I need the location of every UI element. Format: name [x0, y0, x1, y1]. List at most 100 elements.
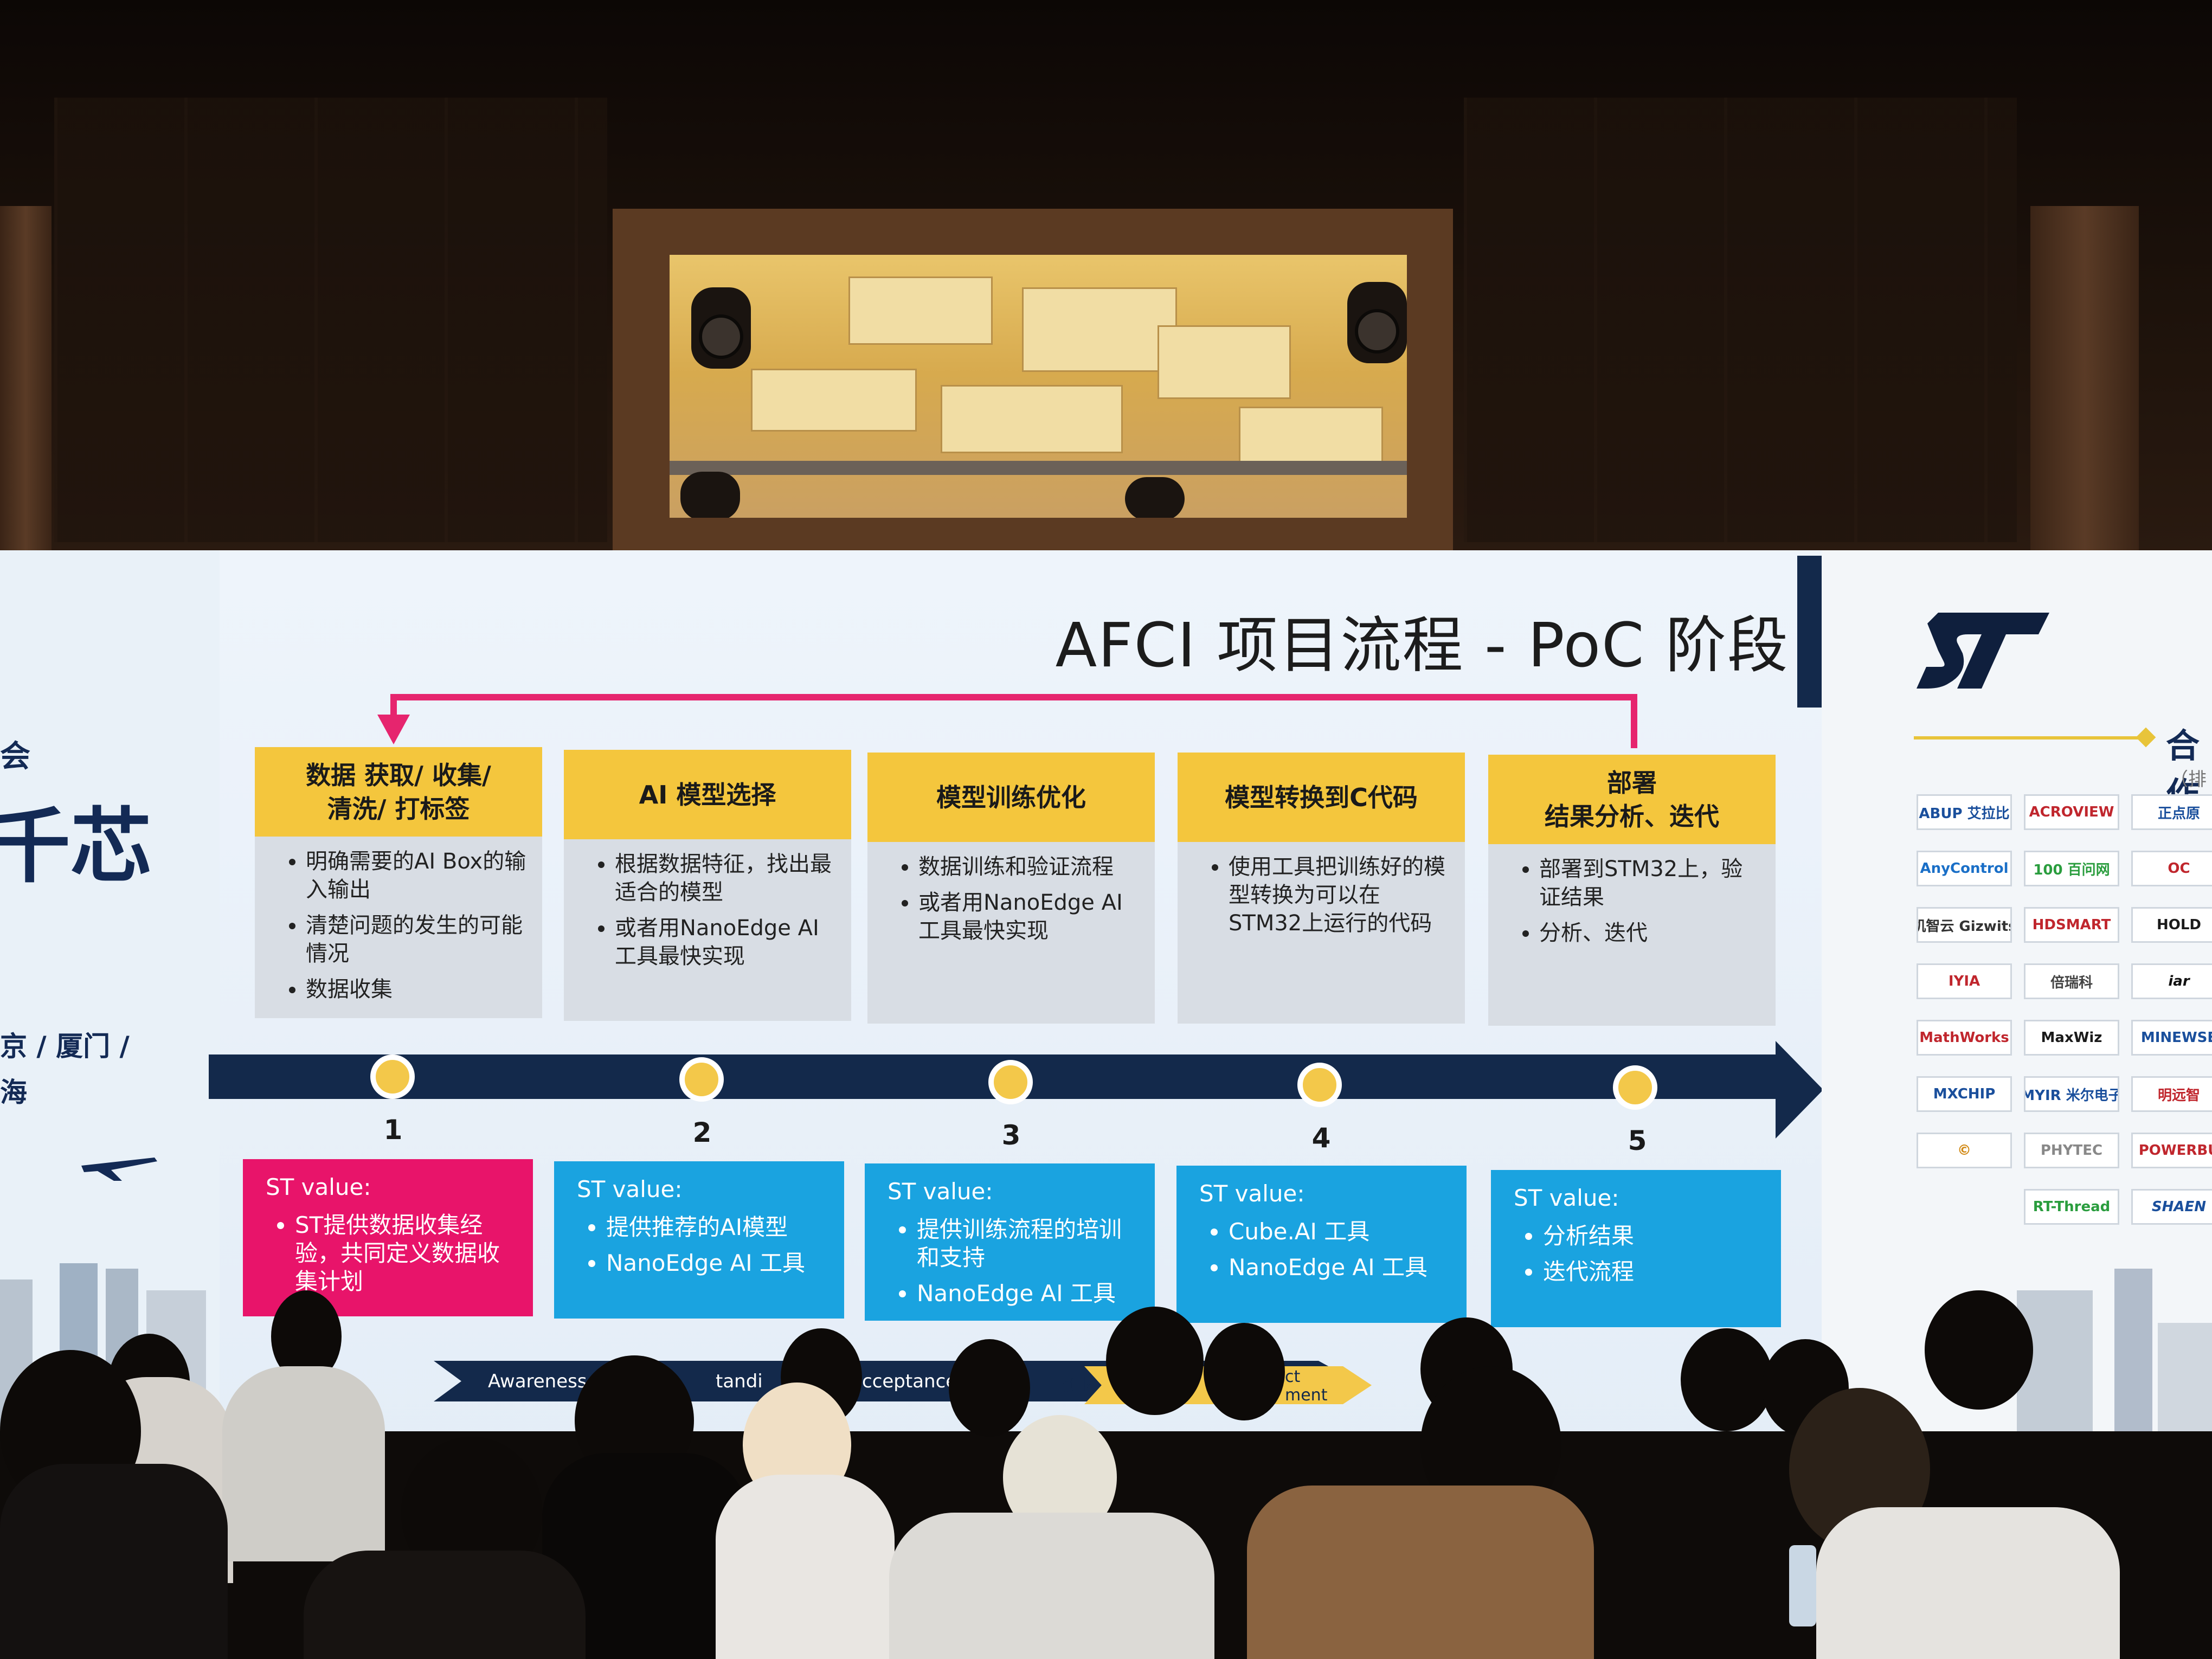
audience-body — [716, 1475, 895, 1659]
slide-accent-strip — [1797, 556, 1822, 708]
partner-logo: 明远智 — [2131, 1076, 2212, 1112]
st-value-item: 分析结果 — [1543, 1222, 1768, 1250]
st-value-box-4: ST value: Cube.AI 工具 NanoEdge AI 工具 — [1176, 1166, 1467, 1323]
partner-logo: 100 百问网 — [2024, 851, 2119, 886]
ribbon-label: tandi — [716, 1371, 763, 1392]
stage-item: 或者用NanoEdge AI工具最快实现 — [918, 889, 1142, 945]
partner-logo: © — [1917, 1133, 2012, 1168]
partner-logo: IYIA — [1917, 963, 2012, 999]
partner-logo: iar — [2131, 963, 2212, 999]
partner-divider — [1914, 736, 2142, 740]
ceiling-window — [670, 255, 1407, 518]
stage-spotlight — [1347, 282, 1407, 363]
wall-panel-right — [1464, 98, 2017, 542]
partner-logo: HDSMART — [2024, 907, 2119, 943]
partner-logo: RT-Thread — [2024, 1189, 2119, 1225]
ceiling-panel — [941, 385, 1123, 453]
audience-body — [222, 1366, 385, 1561]
partner-logo-grid: ABUP 艾拉比 ACROVIEW 正点原 AnyControl 100 百问网… — [1917, 794, 2212, 1225]
partner-logo: 机智云 Gizwits — [1917, 907, 2012, 943]
feedback-arrow-tail — [1631, 694, 1637, 748]
stage-item: 根据数据特征，找出最适合的模型 — [615, 850, 838, 906]
stage-item: 明确需要的AI Box的输入输出 — [306, 847, 529, 904]
slide-title: AFCI 项目流程 - PoC 阶段 — [1055, 610, 1789, 681]
stage-item: 部署到STM32上，验证结果 — [1539, 855, 1763, 911]
st-value-item: NanoEdge AI 工具 — [1229, 1253, 1454, 1282]
partner-logo-empty — [1917, 1189, 2009, 1221]
timeline-dot — [1297, 1063, 1342, 1107]
partner-logo: MINEWSE — [2131, 1020, 2212, 1056]
audience-head — [949, 1339, 1030, 1437]
audience-head — [1204, 1323, 1285, 1420]
st-value-box-3: ST value: 提供训练流程的培训和支持 NanoEdge AI 工具 — [865, 1163, 1155, 1321]
ceiling-panel — [751, 369, 917, 432]
partner-logo: HOLD — [2131, 907, 2212, 943]
timeline-dot — [679, 1057, 724, 1102]
st-value-item: NanoEdge AI 工具 — [917, 1279, 1142, 1308]
stage-number: 3 — [1001, 1120, 1021, 1151]
stage-number: 1 — [383, 1114, 403, 1146]
st-value-label: ST value: — [1514, 1185, 1619, 1211]
ceiling-panel — [848, 276, 993, 345]
audience-head — [1106, 1307, 1204, 1415]
st-value-item: NanoEdge AI 工具 — [606, 1249, 831, 1277]
stage-item: 分析、迭代 — [1539, 919, 1763, 947]
city-skyline — [2017, 1290, 2093, 1453]
stage-spotlight — [691, 287, 751, 369]
ceiling-beam — [670, 461, 1407, 475]
stage-body: 部署到STM32上，验证结果 分析、迭代 — [1488, 844, 1776, 1026]
airplane-icon — [81, 1158, 157, 1181]
partner-logo: AnyControl — [1917, 851, 2012, 886]
stage-number: 2 — [692, 1117, 712, 1148]
city-skyline — [2114, 1269, 2152, 1453]
audience-head — [1925, 1290, 2033, 1410]
timeline-arrow-icon — [1776, 1041, 1823, 1139]
st-logo-icon — [1917, 613, 2049, 689]
stage-body: 数据训练和验证流程 或者用NanoEdge AI工具最快实现 — [867, 842, 1155, 1024]
partner-logo: MYIR 米尔电子 — [2024, 1076, 2119, 1112]
stage-header: 模型训练优化 — [867, 753, 1155, 842]
st-value-label: ST value: — [266, 1174, 371, 1200]
partner-logo: PHYTEC — [2024, 1133, 2119, 1168]
stage-card-1: 数据 获取/ 收集/ 清洗/ 打标签 明确需要的AI Box的输入输出 清楚问题… — [255, 747, 542, 1018]
stage-header: 数据 获取/ 收集/ 清洗/ 打标签 — [255, 747, 542, 837]
st-value-box-1: ST value: ST提供数据收集经验，共同定义数据收集计划 — [243, 1159, 533, 1316]
ribbon-label: cceptance — [862, 1371, 957, 1392]
audience-body — [1816, 1507, 2120, 1659]
stage-card-2: AI 模型选择 根据数据特征，找出最适合的模型 或者用NanoEdge AI工具… — [564, 750, 851, 1021]
stage-header: 部署 结果分析、迭代 — [1488, 755, 1776, 844]
st-value-item: ST提供数据收集经验，共同定义数据收集计划 — [295, 1211, 520, 1296]
stage-card-5: 部署 结果分析、迭代 部署到STM32上，验证结果 分析、迭代 — [1488, 755, 1776, 1026]
left-screen-text: 会 — [0, 739, 30, 774]
audience-body — [1247, 1486, 1594, 1659]
st-value-box-5: ST value: 分析结果 迭代流程 — [1491, 1170, 1781, 1327]
ribbon-label: ct — [1285, 1367, 1301, 1386]
stage-number: 5 — [1628, 1125, 1647, 1156]
stage-header: 模型转换到C代码 — [1178, 753, 1465, 842]
stage-item: 数据收集 — [306, 975, 529, 1004]
audience-body — [304, 1551, 586, 1659]
feedback-arrow-icon — [390, 694, 1637, 700]
stage-item: 使用工具把训练好的模型转换为可以在STM32上运行的代码 — [1229, 853, 1452, 937]
feedback-arrow-head — [377, 715, 410, 744]
left-screen-cities: 海 — [0, 1077, 27, 1108]
stage-item: 或者用NanoEdge AI工具最快实现 — [615, 914, 838, 970]
partner-logo: ACROVIEW — [2024, 794, 2119, 830]
audience-body — [0, 1464, 228, 1659]
st-value-label: ST value: — [577, 1176, 683, 1203]
st-value-label: ST value: — [1199, 1180, 1305, 1207]
partner-logo: ABUP 艾拉比 — [1917, 794, 2012, 830]
st-value-item: Cube.AI 工具 — [1229, 1218, 1454, 1246]
stage-item: 数据训练和验证流程 — [918, 853, 1142, 881]
ribbon-label: ct k — [1060, 1374, 1094, 1396]
partner-logo: MathWorks — [1917, 1020, 2012, 1056]
partner-logo: 倍瑞科 — [2024, 963, 2119, 999]
stage-spotlight — [1125, 477, 1185, 518]
partner-logo: 正点原 — [2131, 794, 2212, 830]
pillar-right — [2030, 206, 2139, 553]
stage-body: 使用工具把训练好的模型转换为可以在STM32上运行的代码 — [1178, 842, 1465, 1024]
stage-body: 根据数据特征，找出最适合的模型 或者用NanoEdge AI工具最快实现 — [564, 839, 851, 1021]
st-value-item: 提供训练流程的培训和支持 — [917, 1216, 1142, 1272]
partner-logo: OC — [2131, 851, 2212, 886]
audience-body — [889, 1513, 1214, 1659]
